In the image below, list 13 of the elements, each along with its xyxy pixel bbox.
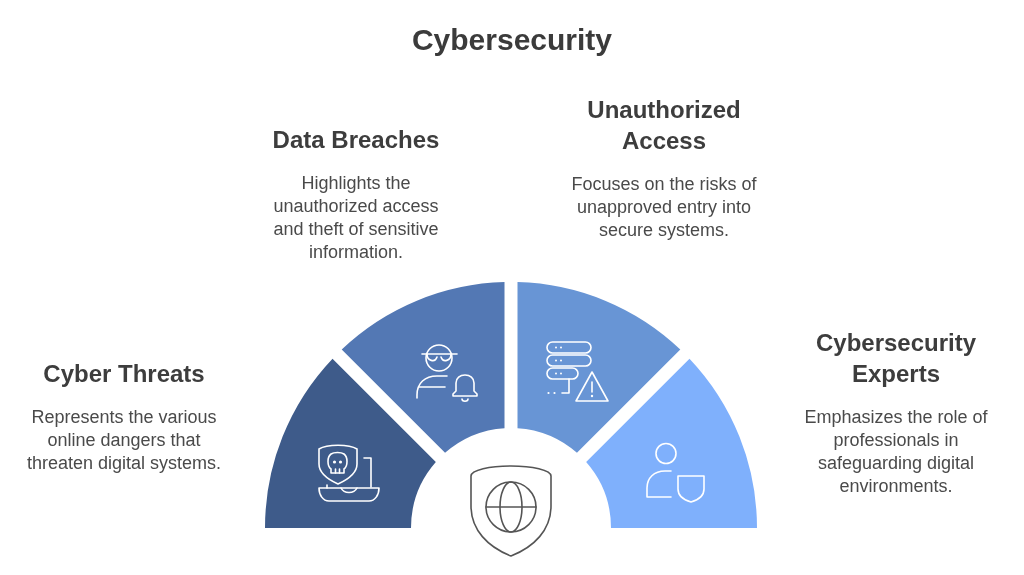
diagram-title: Cybersecurity	[411, 22, 613, 58]
fan-segment	[265, 358, 436, 528]
segment-heading: Data Breaches	[272, 125, 440, 155]
segment-heading: Cybersecurity Experts	[814, 328, 978, 389]
fan-segment	[586, 358, 757, 528]
segment-description: Highlights the unauthorized access and theft of sensitive information.	[272, 172, 440, 264]
segment-description: Emphasizes the role of professionals in safeguarding digital environments.	[803, 406, 989, 498]
segment-description: Focuses on the risks of unapproved entry into secure systems.	[570, 173, 758, 242]
segment-heading: Unauthorized Access	[586, 95, 742, 156]
segment-heading: Cyber Threats	[43, 359, 205, 389]
segment-description: Represents the various online dangers that threaten digital systems.	[25, 406, 223, 475]
fan-segment	[341, 282, 505, 453]
fan-segment	[517, 282, 681, 453]
